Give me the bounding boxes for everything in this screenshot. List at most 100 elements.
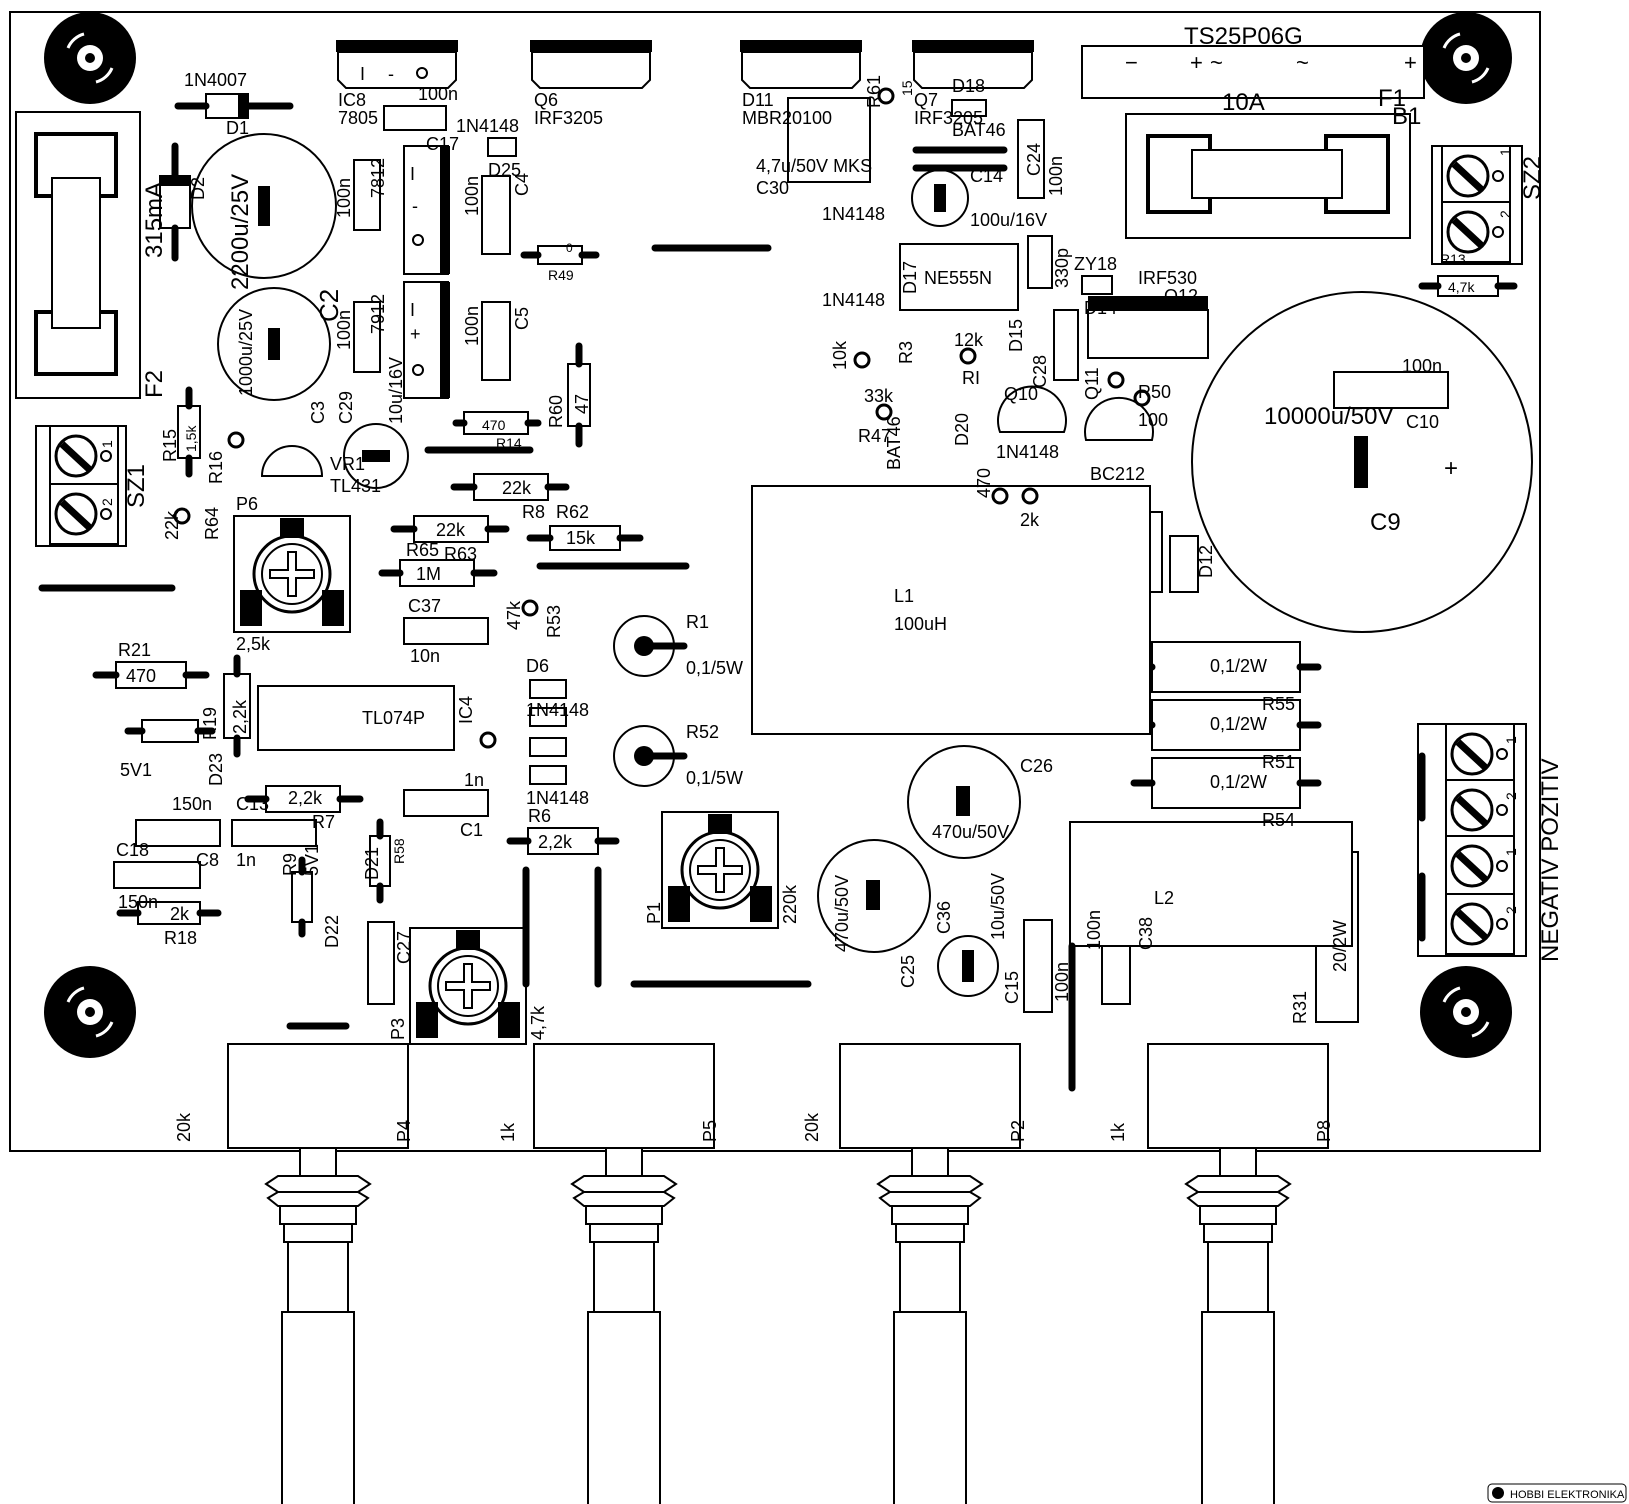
mounting-hole <box>42 10 138 106</box>
d6-label: D6 <box>526 656 549 676</box>
c4-label: C4 <box>512 173 532 196</box>
pin-number: 2 <box>1497 210 1513 218</box>
component-labels: TS25P06G 10A F1 B1 1N4007 D1 IC8 7805 10… <box>116 23 1564 1142</box>
c10-label: C10 <box>1406 412 1439 432</box>
d1-part-label: 1N4007 <box>184 70 247 90</box>
c3-value-label: 1000u/25V <box>236 309 256 396</box>
d14-label: D14 <box>1084 298 1117 318</box>
q11-part-label: BC212 <box>1090 464 1145 484</box>
r21-value-label: 470 <box>126 666 156 686</box>
d3-part-label: 1N4148 <box>822 204 885 224</box>
terminal-pin-labels: 1 2 1 2 1 2 1 2 <box>99 148 1519 914</box>
d17-label: D17 <box>900 261 920 294</box>
q6-package <box>530 40 652 89</box>
f2-value-label: 315mA <box>141 182 168 258</box>
r18-value-label: 2k <box>170 904 190 924</box>
r6-label: R6 <box>528 806 551 826</box>
r13-value-label: 4,7k <box>1448 279 1475 295</box>
ic8-package: I- <box>336 40 458 89</box>
r49-label: R49 <box>548 267 574 283</box>
r53-value-label: 47k <box>504 600 524 630</box>
c25-value-label: 470u/50V <box>832 875 852 952</box>
ic3-value-label: 7912 <box>368 294 388 334</box>
svg-text:−: − <box>1125 50 1138 75</box>
c13-label: C13 <box>236 794 269 814</box>
c28-label: C28 <box>1030 355 1050 388</box>
r14-label: R14 <box>496 435 522 451</box>
f1-label: F1 <box>1378 85 1406 112</box>
r31-label: R31 <box>1290 991 1310 1024</box>
resistor <box>115 245 1499 925</box>
tl074-label: TL074P <box>362 708 425 728</box>
r15-value-label: 1,5k <box>183 425 199 452</box>
c15-value-label: 100n <box>1052 962 1072 1002</box>
vr1-part-label: TL431 <box>330 476 381 496</box>
c-value-label: 100n <box>334 310 354 350</box>
pin-number: 1 <box>99 440 115 448</box>
r63-value-label: 1M <box>416 564 441 584</box>
r64-label: R64 <box>202 507 222 540</box>
c36-value-label: 10u/50V <box>988 873 1008 940</box>
r50-value-label: 100 <box>1138 410 1168 430</box>
p5-value-label: 1k <box>498 1122 518 1142</box>
c13-value-label: 1n <box>236 850 256 870</box>
p4-value-label: 20k <box>174 1112 194 1142</box>
ic8-value-label: 7805 <box>338 108 378 128</box>
c26-capacitor <box>907 745 1021 859</box>
c29-value-label: 10u/16V <box>386 357 406 424</box>
l1-inductor <box>751 485 1151 735</box>
r61-value-label: 15 <box>899 80 915 96</box>
r14-value-label: 470 <box>482 417 506 433</box>
q12-transistor <box>1087 296 1209 359</box>
d6-part-label: 1N4148 <box>526 700 589 720</box>
r52-value-label: 0,1/5W <box>686 768 743 788</box>
q7-label: Q7 <box>914 90 938 110</box>
d11-label: D11 <box>742 90 774 110</box>
r63-label: R63 <box>444 544 477 564</box>
c9-label: C9 <box>1370 509 1401 536</box>
c36-label: C36 <box>934 901 954 934</box>
f1-value-label: 10A <box>1222 89 1265 116</box>
c18-label: C18 <box>116 840 149 860</box>
c3-label: C3 <box>308 401 328 424</box>
d15-label: D15 <box>1006 319 1026 352</box>
q6-label: Q6 <box>534 90 558 110</box>
svg-text:~: ~ <box>1210 50 1223 75</box>
c14-label: C14 <box>970 166 1003 186</box>
c9-plus: + <box>1444 455 1458 482</box>
p3-value-label: 4,7k <box>528 1005 548 1040</box>
q12-label: Q12 <box>1164 286 1198 306</box>
p6-value-label: 2,5k <box>236 634 271 654</box>
c18-value-label: 150n <box>118 892 158 912</box>
r1-resistor <box>613 615 688 677</box>
d20-label: D20 <box>952 413 972 446</box>
d17-part-label: 1N4148 <box>822 290 885 310</box>
svg-text:I: I <box>410 300 415 320</box>
sz1-terminal <box>35 426 127 546</box>
c25-capacitor <box>817 839 931 953</box>
r54-value-label: 0,1/2W <box>1210 772 1267 792</box>
d12-label: D12 <box>1196 545 1216 578</box>
c9-value-label: 10000u/50V <box>1264 403 1393 430</box>
svg-text:-: - <box>388 64 394 84</box>
r52-resistor <box>613 725 688 787</box>
p3-trimmer <box>408 926 528 1046</box>
q7-value-label: IRF3205 <box>914 108 983 128</box>
r47-label: R47 <box>858 426 891 446</box>
mounting-hole <box>1418 964 1514 1060</box>
p6-label: P6 <box>236 494 258 514</box>
sz1-label: SZ1 <box>123 464 150 508</box>
pin-number: 2 <box>1503 792 1519 800</box>
c4-value-label: 100n <box>462 176 482 216</box>
c2-capacitor <box>191 133 337 279</box>
p2-value-label: 20k <box>802 1112 822 1142</box>
svg-text:~: ~ <box>1296 50 1309 75</box>
r19-label: R19 <box>200 707 220 740</box>
sz2-label: SZ2 <box>1519 156 1546 200</box>
p1-label: P1 <box>644 902 664 924</box>
ic3-regulator: I+ <box>403 281 450 399</box>
pin-number: 2 <box>99 498 115 506</box>
bat46-label: BAT46 <box>884 416 904 470</box>
jumper-wire <box>38 146 1426 1092</box>
